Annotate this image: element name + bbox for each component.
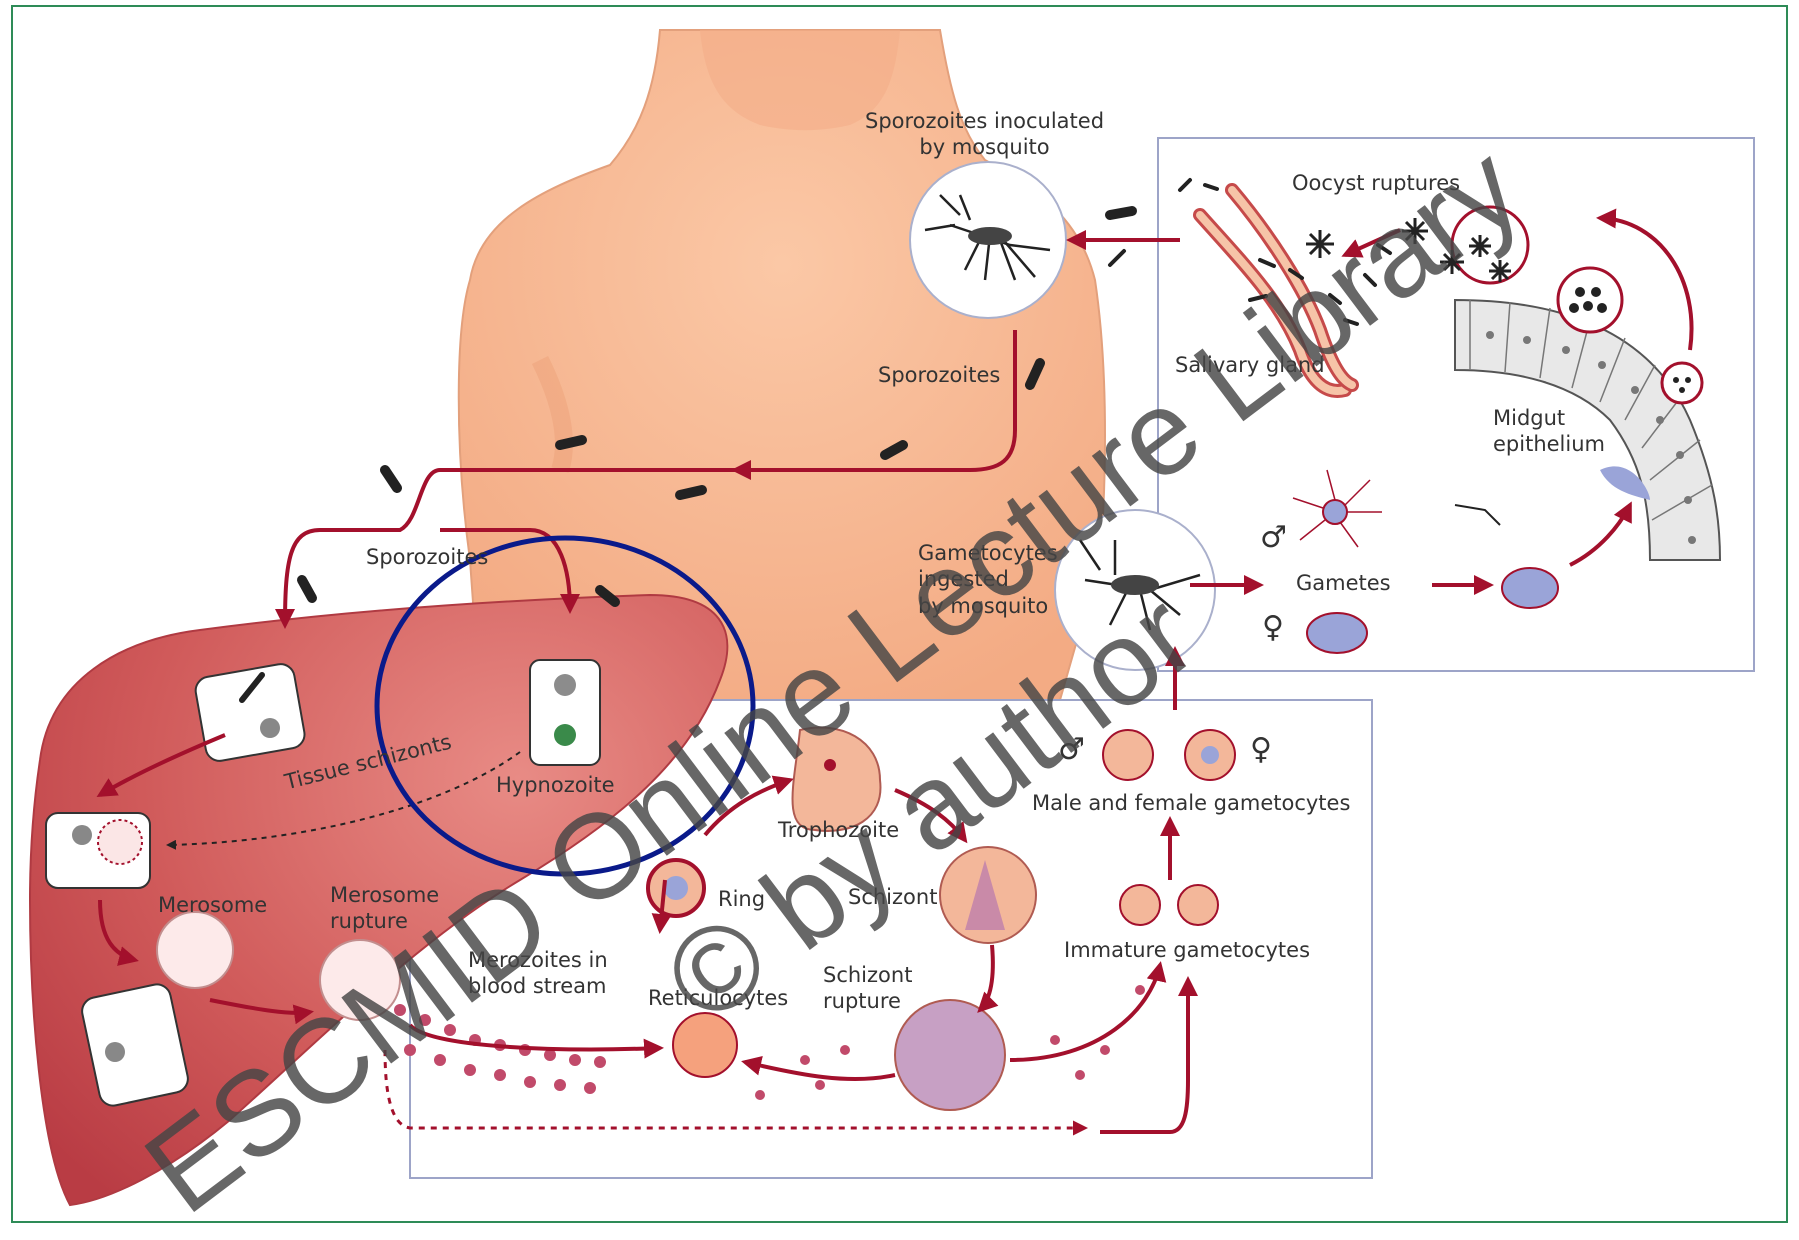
tissue-schizont-cell (46, 813, 150, 888)
label-midgut-epithelium: Midgut epithelium (1493, 405, 1605, 458)
oocyst-young (1662, 363, 1702, 403)
label-sporozoites-left: Sporozoites (366, 544, 488, 570)
label-male-female-gametocytes: Male and female gametocytes (1032, 790, 1350, 816)
female-symbol-gametes: ♀ (1262, 610, 1284, 645)
label-gametes: Gametes (1296, 570, 1391, 596)
label-merosome: Merosome (158, 892, 267, 918)
oocyst-mature (1558, 268, 1622, 332)
label-schizont-rupture: Schizont rupture (823, 962, 912, 1015)
label-immature-gametocytes: Immature gametocytes (1064, 937, 1310, 963)
label-sporozoites-top: Sporozoites (878, 362, 1000, 388)
female-symbol-gametocytes: ♀ (1250, 732, 1272, 767)
schizont-rupture-cell (895, 1000, 1005, 1110)
hepatocyte-sporozoite (193, 662, 306, 763)
male-symbol-gametes: ♂ (1260, 520, 1287, 555)
hepatocyte-hypnozoite (530, 660, 600, 765)
mosquito-bite-circle (910, 162, 1066, 318)
label-sporozoites-inoculated: Sporozoites inoculated by mosquito (865, 108, 1104, 161)
